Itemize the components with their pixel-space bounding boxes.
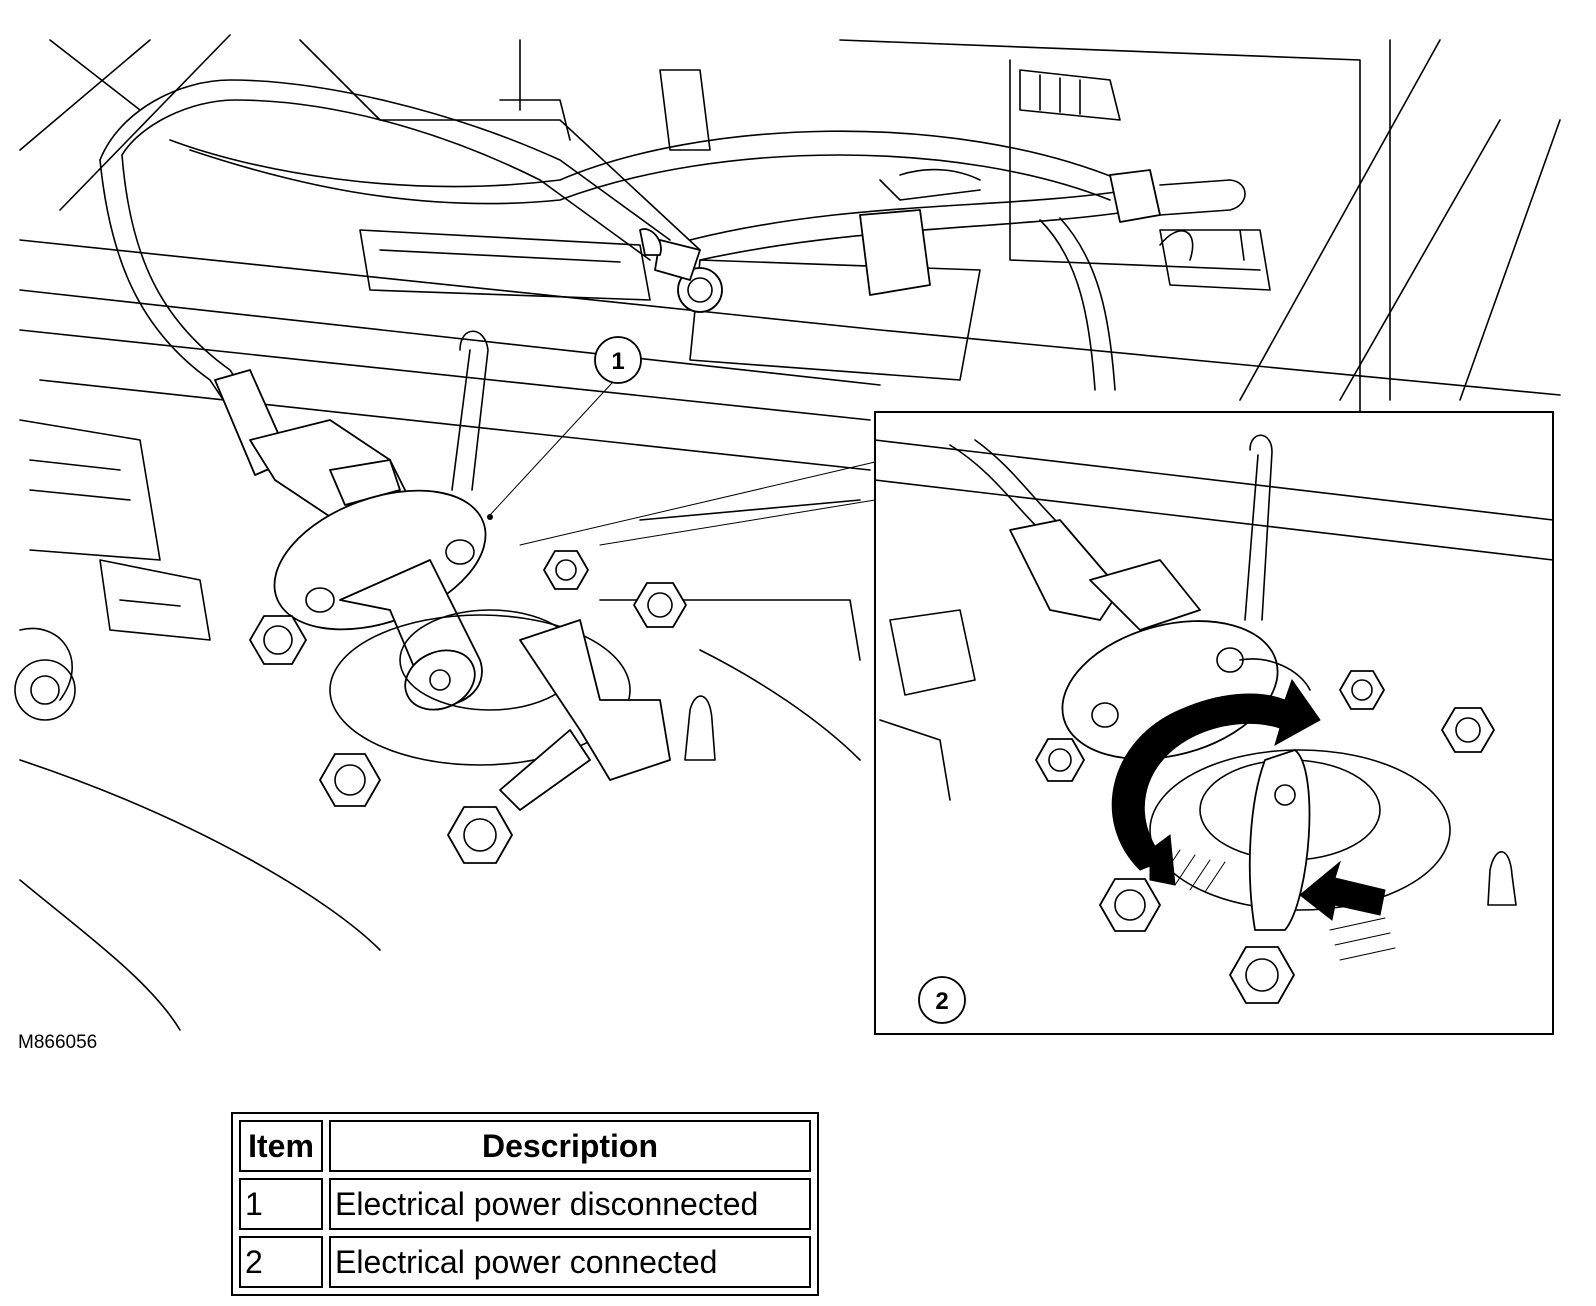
legend-item-number: 2 (239, 1236, 323, 1288)
legend-item-description: Electrical power connected (329, 1236, 811, 1288)
mounting-nuts-view-1 (249, 550, 687, 864)
inset-leader-bottom (599, 499, 876, 546)
legend-header-row: Item Description (239, 1120, 811, 1172)
callout-1: 1 (487, 336, 642, 520)
inset-view-2: 2 (874, 411, 1554, 1035)
service-illustration: 1 2 (14, 34, 1561, 1053)
svg-text:1: 1 (611, 348, 624, 375)
legend-row: 1 Electrical power disconnected (239, 1178, 811, 1230)
legend-item-number: 1 (239, 1178, 323, 1230)
inertia-switch-view-1 (214, 330, 716, 811)
legend-row: 2 Electrical power connected (239, 1236, 811, 1288)
legend-header-description: Description (329, 1120, 811, 1172)
inset-leader-top (519, 461, 876, 546)
legend-header-item: Item (239, 1120, 323, 1172)
legend-item-description: Electrical power disconnected (329, 1178, 811, 1230)
svg-text:2: 2 (935, 988, 948, 1015)
wiring-harness (99, 79, 1246, 441)
figure-id-label: M866056 (18, 1032, 97, 1053)
legend-table: Item Description 1 Electrical power disc… (231, 1112, 819, 1296)
